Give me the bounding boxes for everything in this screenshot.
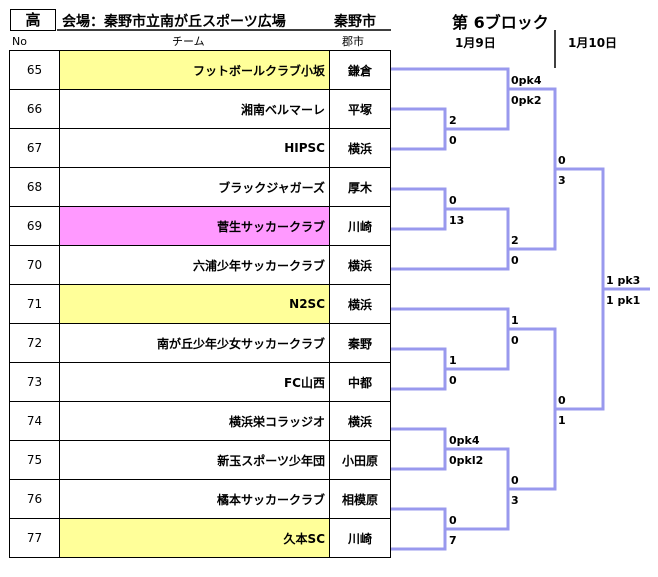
team-name: 橘本サッカークラブ (59, 479, 330, 519)
score-m6-top: 0pk4 (511, 74, 542, 87)
team-name: 六浦少年サッカークラブ (59, 245, 330, 285)
team-city: 鎌倉 (329, 50, 391, 90)
team-name: FC山西 (59, 362, 330, 402)
score-m5-bottom: 7 (449, 534, 457, 547)
team-name: 湘南ベルマーレ (59, 89, 330, 129)
team-number: 77 (9, 518, 60, 558)
team-city: 横浜 (329, 401, 391, 441)
team-city: 横浜 (329, 245, 391, 285)
score-m9-bottom: 3 (511, 494, 519, 507)
team-city: 中都 (329, 362, 391, 402)
score-m4-bottom: 0pkl2 (449, 454, 484, 467)
venue-label: 会場：秦野市立南が丘スポーツ広場 (62, 14, 286, 30)
date-day2: 1月10日 (568, 36, 618, 50)
score-m2-top: 0 (449, 194, 457, 207)
score-m8-bottom: 0 (511, 334, 519, 347)
team-name: フットボールクラブ小坂 (59, 50, 330, 90)
score-final-bottom: 1 pk1 (606, 294, 641, 307)
team-name: 南が丘少年少女サッカークラブ (59, 323, 330, 363)
column-header-team: チーム (172, 35, 205, 48)
team-number: 68 (9, 167, 60, 207)
venue-city: 秦野市 (334, 14, 376, 30)
team-city: 秦野 (329, 323, 391, 363)
score-final-top: 1 pk3 (606, 274, 641, 287)
team-name: N2SC (59, 284, 330, 324)
team-name: 菅生サッカークラブ (59, 206, 330, 246)
team-number: 65 (9, 50, 60, 90)
score-m10-top: 0 (558, 154, 566, 167)
team-number: 70 (9, 245, 60, 285)
score-m4-top: 0pk4 (449, 434, 480, 447)
team-name: 横浜栄コラッジオ (59, 401, 330, 441)
score-m10-bottom: 3 (558, 174, 566, 187)
team-city: 横浜 (329, 128, 391, 168)
score-m1-bottom: 0 (449, 134, 457, 147)
block-title: 第 6ブロック (452, 13, 549, 32)
score-m1-top: 2 (449, 114, 457, 127)
team-number: 75 (9, 440, 60, 480)
team-number: 74 (9, 401, 60, 441)
score-m11-top: 0 (558, 394, 566, 407)
score-m3-bottom: 0 (449, 374, 457, 387)
column-header-city: 郡市 (342, 35, 364, 48)
team-number: 67 (9, 128, 60, 168)
team-name: ブラックジャガーズ (59, 167, 330, 207)
score-m7-top: 2 (511, 234, 519, 247)
score-m3-top: 1 (449, 354, 457, 367)
score-m8-top: 1 (511, 314, 519, 327)
date-day1: 1月9日 (455, 36, 496, 50)
column-header-no: No (12, 35, 27, 48)
team-city: 相模原 (329, 479, 391, 519)
team-city: 川崎 (329, 518, 391, 558)
team-number: 69 (9, 206, 60, 246)
team-number: 66 (9, 89, 60, 129)
team-number: 71 (9, 284, 60, 324)
team-number: 72 (9, 323, 60, 363)
score-m6-bottom: 0pk2 (511, 94, 542, 107)
team-city: 川崎 (329, 206, 391, 246)
team-number: 76 (9, 479, 60, 519)
score-m5-top: 0 (449, 514, 457, 527)
team-name: 新玉スポーツ少年団 (59, 440, 330, 480)
team-city: 小田原 (329, 440, 391, 480)
team-number: 73 (9, 362, 60, 402)
division-badge: 高 (10, 9, 56, 31)
team-city: 平塚 (329, 89, 391, 129)
team-name: 久本SC (59, 518, 330, 558)
score-m11-bottom: 1 (558, 414, 566, 427)
score-m2-bottom: 13 (449, 214, 465, 227)
score-m9-top: 0 (511, 474, 519, 487)
score-m7-bottom: 0 (511, 254, 519, 267)
team-city: 厚木 (329, 167, 391, 207)
team-city: 横浜 (329, 284, 391, 324)
team-name: HIPSC (59, 128, 330, 168)
